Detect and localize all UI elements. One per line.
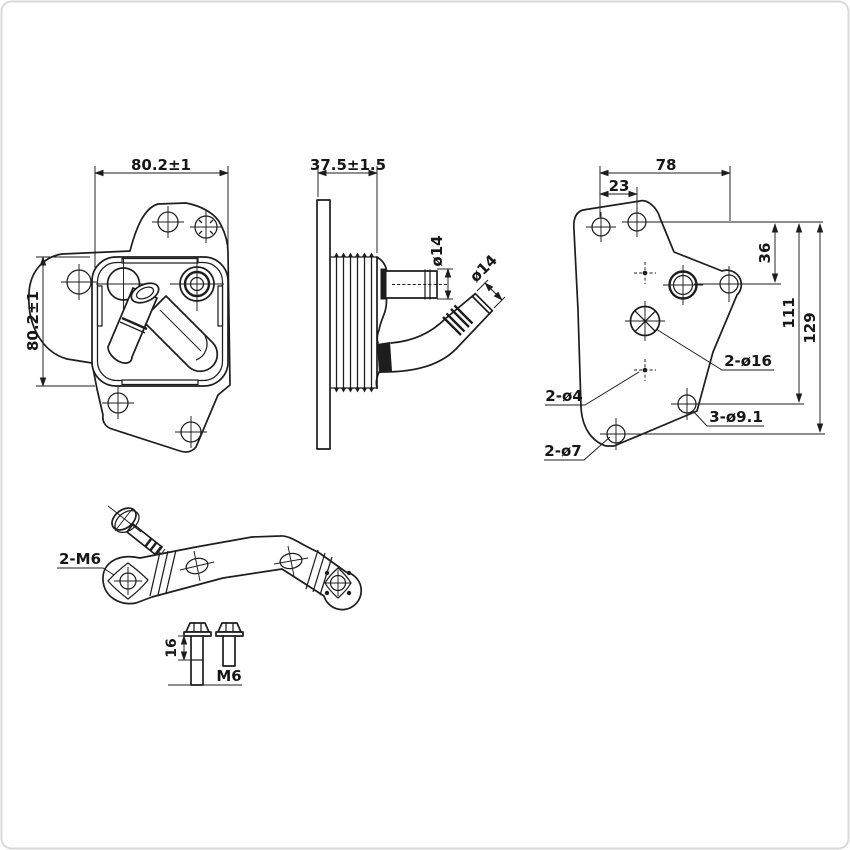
- rear-78-label: 78: [656, 156, 677, 174]
- front-hole-bottom-right: [175, 416, 207, 448]
- side-depth-label: 37.5±1.5: [310, 156, 386, 174]
- rear-callout-3-o91: 3-ø9.1: [692, 408, 764, 427]
- front-port-left: [96, 257, 151, 311]
- rear-hole-top-left: [586, 212, 616, 242]
- front-hole-bottom-left: [102, 387, 134, 419]
- bracket-view: 2-M6: [57, 505, 363, 611]
- rear-dimensions: 78 23 36 111 129: [599, 156, 825, 435]
- front-dim-height: 80.2±1: [24, 256, 95, 387]
- side-core-face: [375, 256, 388, 389]
- rear-view: 78 23 36 111 129 2-ø16 2-ø4 3-ø9.1: [544, 156, 825, 461]
- bracket-callout-2-m6: 2-M6: [57, 550, 115, 576]
- bracket-hole-middle: [179, 550, 215, 582]
- side-dim-depth: 37.5±1.5: [310, 156, 386, 253]
- rear-center-mark-lower: [634, 359, 656, 381]
- rear-hole-large-crossed: [625, 301, 665, 341]
- rear-36-label: 36: [756, 243, 774, 264]
- bracket-left-pad: [107, 562, 149, 600]
- rear-hole-center-ring: [663, 265, 703, 305]
- bracket-hatch-marks: [149, 549, 333, 597]
- front-hole-top-left: [152, 206, 184, 238]
- rear-129-label: 129: [801, 312, 819, 343]
- rear-center-mark-upper: [634, 262, 656, 284]
- side-port-elbow: [377, 292, 494, 373]
- side-core-ribs: [330, 252, 378, 393]
- rear-23-label: 23: [609, 177, 630, 195]
- front-view: 80.2±1 80.2±1: [24, 156, 231, 453]
- rear-callout-2-o4: 2-ø4: [545, 371, 640, 406]
- front-core-clips: [96, 257, 224, 386]
- bracket-stud: [107, 505, 166, 558]
- bolt-label-m6: M6: [168, 667, 242, 686]
- side-port-top-label: ø14: [428, 235, 446, 266]
- front-hole-left: [61, 264, 97, 300]
- bracket-hole-second: [273, 545, 309, 577]
- bolt-m6-label: M6: [216, 667, 241, 685]
- rear-3-o91-label: 3-ø9.1: [709, 408, 763, 426]
- rear-plate-outline: [572, 199, 743, 447]
- bracket-2-m6-label: 2-M6: [59, 550, 101, 568]
- side-port-straight: [385, 269, 447, 300]
- side-dim-port-top: ø14: [428, 235, 453, 300]
- front-tube-diagonal: [141, 295, 219, 373]
- rear-callout-2-o7: 2-ø7: [544, 436, 611, 461]
- front-width-label: 80.2±1: [131, 156, 191, 174]
- front-hole-top-right: [190, 211, 222, 243]
- bracket-right-pad: [324, 567, 352, 599]
- front-dim-width: 80.2±1: [94, 156, 229, 268]
- fastener-view: 16 M6: [164, 622, 244, 686]
- bolt-dim-16: 16: [164, 635, 191, 661]
- front-tube-vertical: [107, 282, 160, 364]
- rear-2-o16-label: 2-ø16: [724, 352, 772, 370]
- front-port-right: [170, 257, 224, 311]
- bolt-16-label: 16: [164, 638, 180, 657]
- rear-2-o4-label: 2-ø4: [545, 387, 582, 405]
- front-height-label: 80.2±1: [24, 291, 42, 351]
- bolt-long: [183, 622, 212, 686]
- rear-callout-2-o16: 2-ø16: [655, 328, 774, 371]
- rear-2-o7-label: 2-ø7: [544, 442, 581, 460]
- side-plate: [316, 199, 331, 450]
- rear-111-label: 111: [780, 297, 798, 328]
- bolt-short: [215, 622, 244, 667]
